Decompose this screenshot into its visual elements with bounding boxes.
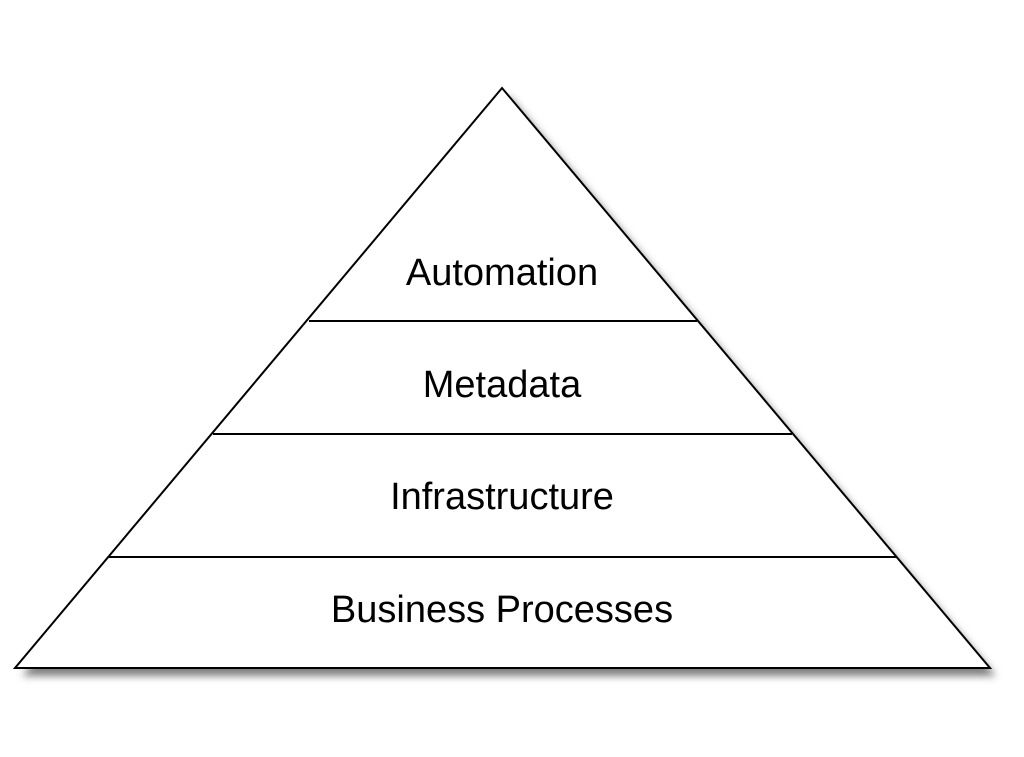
layer-label-infrastructure: Infrastructure [390,476,614,518]
layer-label-business-processes: Business Processes [331,589,673,631]
layer-label-automation: Automation [406,252,598,294]
pyramid-outline [12,86,993,669]
layer-label-metadata: Metadata [423,364,582,406]
